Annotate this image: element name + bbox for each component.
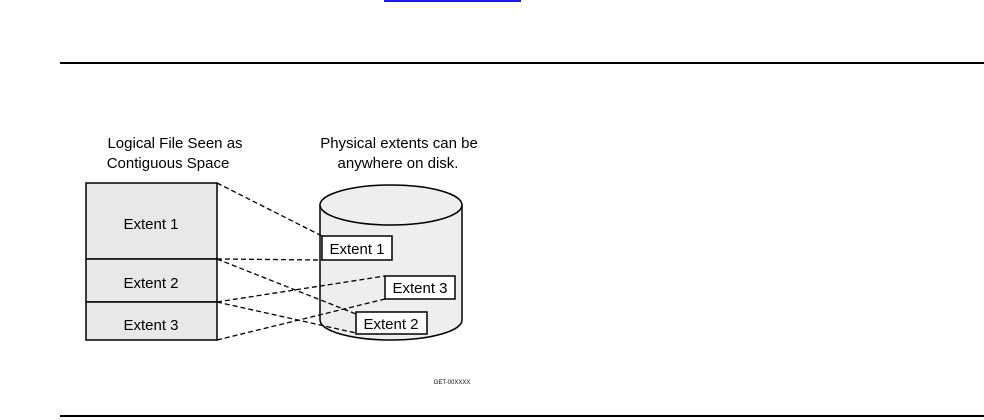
physical-heading-line2: anywhere on disk. <box>338 155 459 172</box>
bottom-divider <box>60 415 984 417</box>
physical-heading-line1: Physical extents can be <box>320 135 478 152</box>
logical-heading-line2: Contiguous Space <box>107 155 230 172</box>
connector-extent-1-top <box>216 182 323 237</box>
physical-extents: Extent 1 Extent 3 Extent 2 <box>321 235 456 335</box>
connector-extent-1-bottom <box>216 258 323 261</box>
logical-file: Extent 1 Extent 2 Extent 3 <box>85 182 218 341</box>
logical-extent-1-label: Extent 1 <box>123 216 178 233</box>
logical-heading-line1: Logical File Seen as <box>107 135 242 152</box>
top-link-underline[interactable] <box>384 0 521 2</box>
connectors <box>216 182 386 341</box>
physical-extent-3-box <box>384 275 456 300</box>
disk-top <box>319 184 463 226</box>
connector-extent-3-bottom <box>216 298 386 341</box>
logical-extent-3-label: Extent 3 <box>123 317 178 334</box>
logical-extent-3-block <box>85 301 218 341</box>
physical-extent-1-box <box>321 235 393 261</box>
logical-extent-2-block <box>85 258 218 303</box>
physical-extent-3-label: Extent 3 <box>392 280 447 297</box>
connector-extent-2-top <box>216 258 357 315</box>
connector-extent-3-top <box>216 275 386 303</box>
logical-extent-2-label: Extent 2 <box>123 275 178 292</box>
figure-code: GET-00XXXX <box>434 380 471 386</box>
physical-extent-2-label: Extent 2 <box>363 316 418 333</box>
top-divider <box>60 62 984 64</box>
physical-extent-2-box <box>355 311 428 335</box>
physical-extent-1-label: Extent 1 <box>329 241 384 258</box>
